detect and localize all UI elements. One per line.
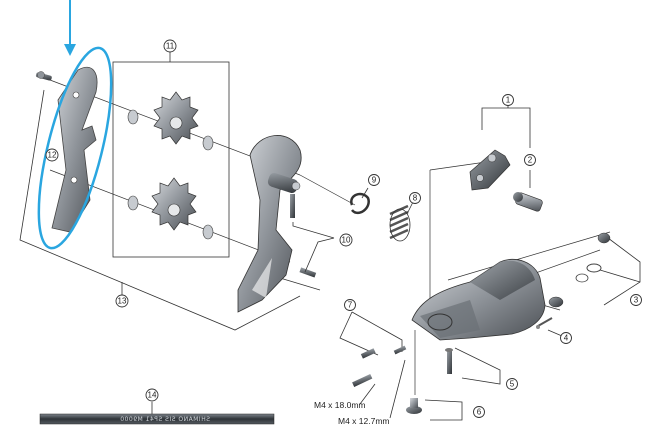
callout-8: 8 [409, 192, 421, 204]
callout-10: 10 [339, 233, 353, 247]
callout-5-bracket [454, 347, 501, 385]
spring-clip [350, 187, 370, 215]
tension-spring [389, 197, 416, 242]
callout-5: 5 [506, 378, 518, 390]
svg-text:14: 14 [148, 391, 157, 400]
svg-text:11: 11 [166, 42, 175, 51]
svg-text:10: 10 [342, 236, 351, 245]
svg-text:9: 9 [372, 176, 377, 185]
callout-1: 1 [502, 94, 514, 106]
adjust-washers [548, 232, 611, 308]
callout-12: 12 [45, 148, 59, 162]
callout-6-bracket [424, 399, 463, 421]
cage-screws [35, 71, 52, 81]
svg-text:8: 8 [413, 194, 418, 203]
cable-print-text: SHIMANO SIS SP41 M9000 [120, 416, 210, 423]
callout-2: 2 [524, 154, 536, 166]
cage-stop-bolts [352, 345, 407, 387]
inner-cage-plate [51, 66, 98, 233]
callout-1-bracket [481, 107, 531, 148]
svg-text:13: 13 [118, 297, 127, 306]
callout-10-bracket [292, 222, 335, 239]
bolt-short-dimension: M4 x 12.7mm [338, 416, 390, 426]
derailleur-body [411, 258, 546, 341]
b-axle-bolt [513, 192, 543, 212]
guide-pulley [127, 91, 214, 151]
pulley-set-box [112, 61, 230, 258]
callout-11: 11 [163, 39, 177, 53]
svg-text:7: 7 [348, 301, 353, 310]
outer-cage-plate [237, 135, 302, 313]
callout-6: 6 [473, 406, 485, 418]
cable-fixing-bolt [406, 398, 422, 414]
svg-text:4: 4 [564, 334, 569, 343]
adjust-screw [536, 317, 553, 329]
svg-text:6: 6 [477, 408, 482, 417]
mounting-bracket [469, 149, 511, 191]
bolt-long-dimension: M4 x 18.0mm [314, 400, 366, 410]
tension-pulley [127, 177, 214, 240]
callout-4: 4 [560, 332, 572, 344]
svg-text:5: 5 [510, 380, 515, 389]
callout-13-bracket [19, 89, 301, 331]
highlight-ring [37, 46, 113, 250]
assembly-axis-lines [49, 79, 611, 395]
cage-bolts [290, 194, 317, 278]
callout-7: 7 [344, 299, 356, 311]
callout-14: 14 [145, 388, 159, 402]
svg-text:3: 3 [634, 296, 639, 305]
svg-text:1: 1 [506, 96, 511, 105]
svg-text:12: 12 [48, 151, 57, 160]
end-bolt [445, 348, 453, 374]
callout-3-bracket [603, 237, 641, 306]
callout-13: 13 [115, 294, 129, 308]
callout-3: 3 [630, 294, 642, 306]
svg-text:2: 2 [528, 156, 533, 165]
highlight-arrow-icon [64, 0, 76, 56]
callout-9: 9 [368, 174, 380, 186]
callout-7-bracket [339, 311, 379, 356]
shift-cable [39, 413, 275, 425]
